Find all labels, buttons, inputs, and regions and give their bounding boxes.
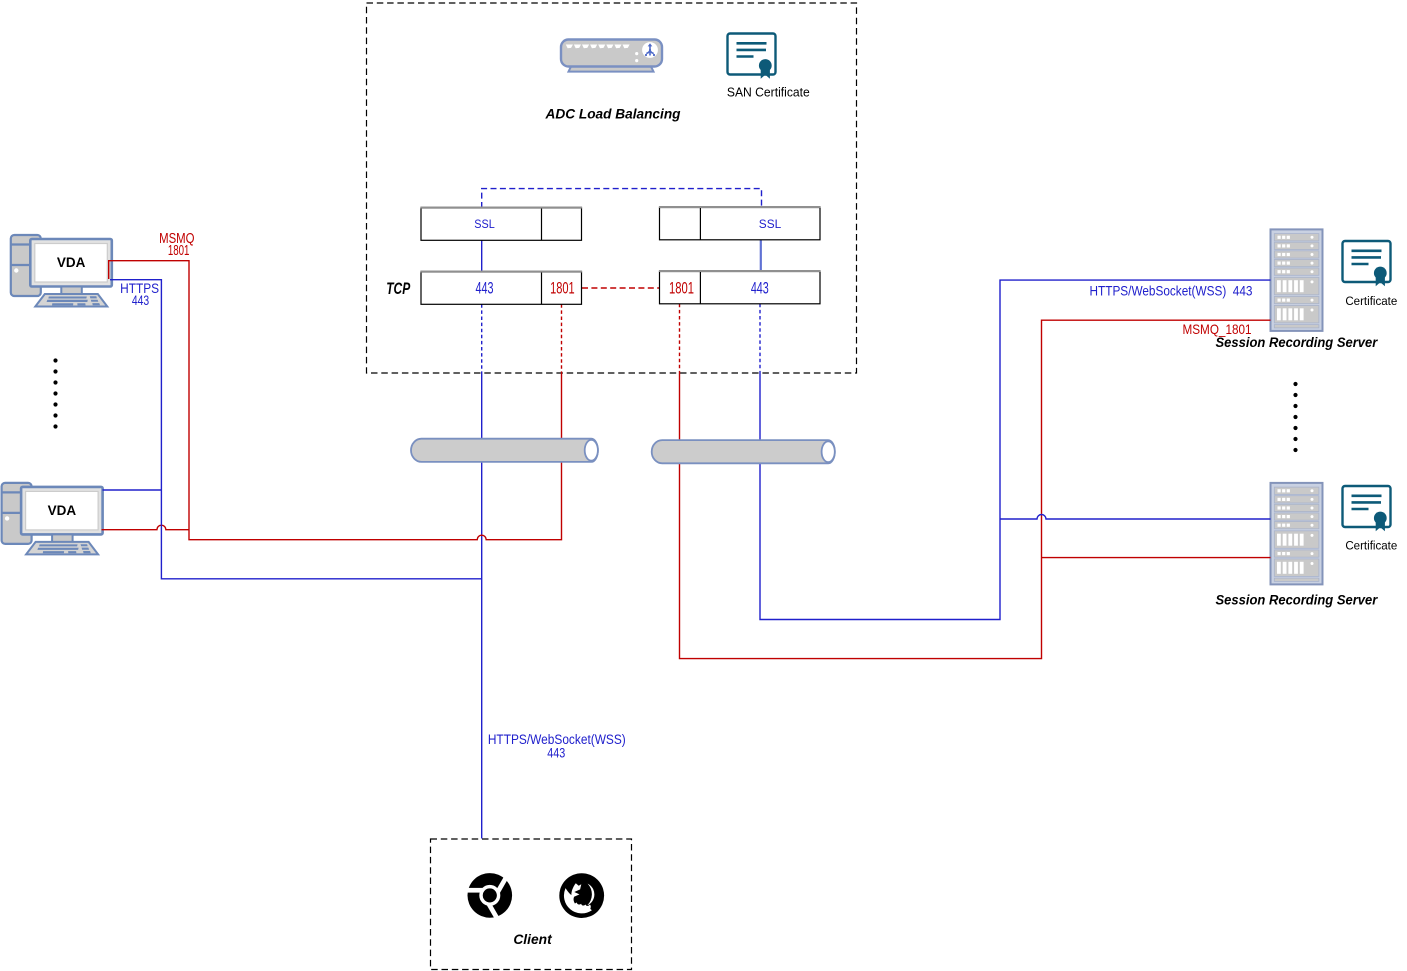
svg-text:443: 443 <box>751 279 769 298</box>
svg-text:SSL: SSL <box>474 218 495 231</box>
svg-text:HTTPS: HTTPS <box>120 280 159 296</box>
svg-text:SSL: SSL <box>759 217 782 231</box>
svg-text:Certificate: Certificate <box>1345 293 1397 307</box>
svg-text:Session Recording Server: Session Recording Server <box>1216 335 1378 351</box>
svg-text:1801: 1801 <box>168 242 190 259</box>
svg-text:MSMQ: MSMQ <box>159 229 194 246</box>
svg-text:HTTPS/WebSocket(WSS): HTTPS/WebSocket(WSS) <box>488 731 626 747</box>
svg-text:443: 443 <box>547 745 565 761</box>
svg-text:SAN Certificate: SAN Certificate <box>727 85 810 99</box>
svg-text:Session Recording Server: Session Recording Server <box>1216 592 1378 608</box>
svg-text:Client: Client <box>513 932 553 947</box>
svg-text:TCP: TCP <box>386 280 410 298</box>
svg-text:Certificate: Certificate <box>1345 538 1397 552</box>
svg-text:1801: 1801 <box>550 279 575 298</box>
svg-text:443: 443 <box>476 279 494 298</box>
svg-text:MSMQ_1801: MSMQ_1801 <box>1182 321 1251 337</box>
svg-text:ADC Load Balancing: ADC Load Balancing <box>545 106 682 121</box>
svg-text:443: 443 <box>132 293 150 309</box>
svg-text:HTTPS/WebSocket(WSS) 443: HTTPS/WebSocket(WSS) 443 <box>1090 283 1253 299</box>
svg-text:1801: 1801 <box>669 279 694 298</box>
